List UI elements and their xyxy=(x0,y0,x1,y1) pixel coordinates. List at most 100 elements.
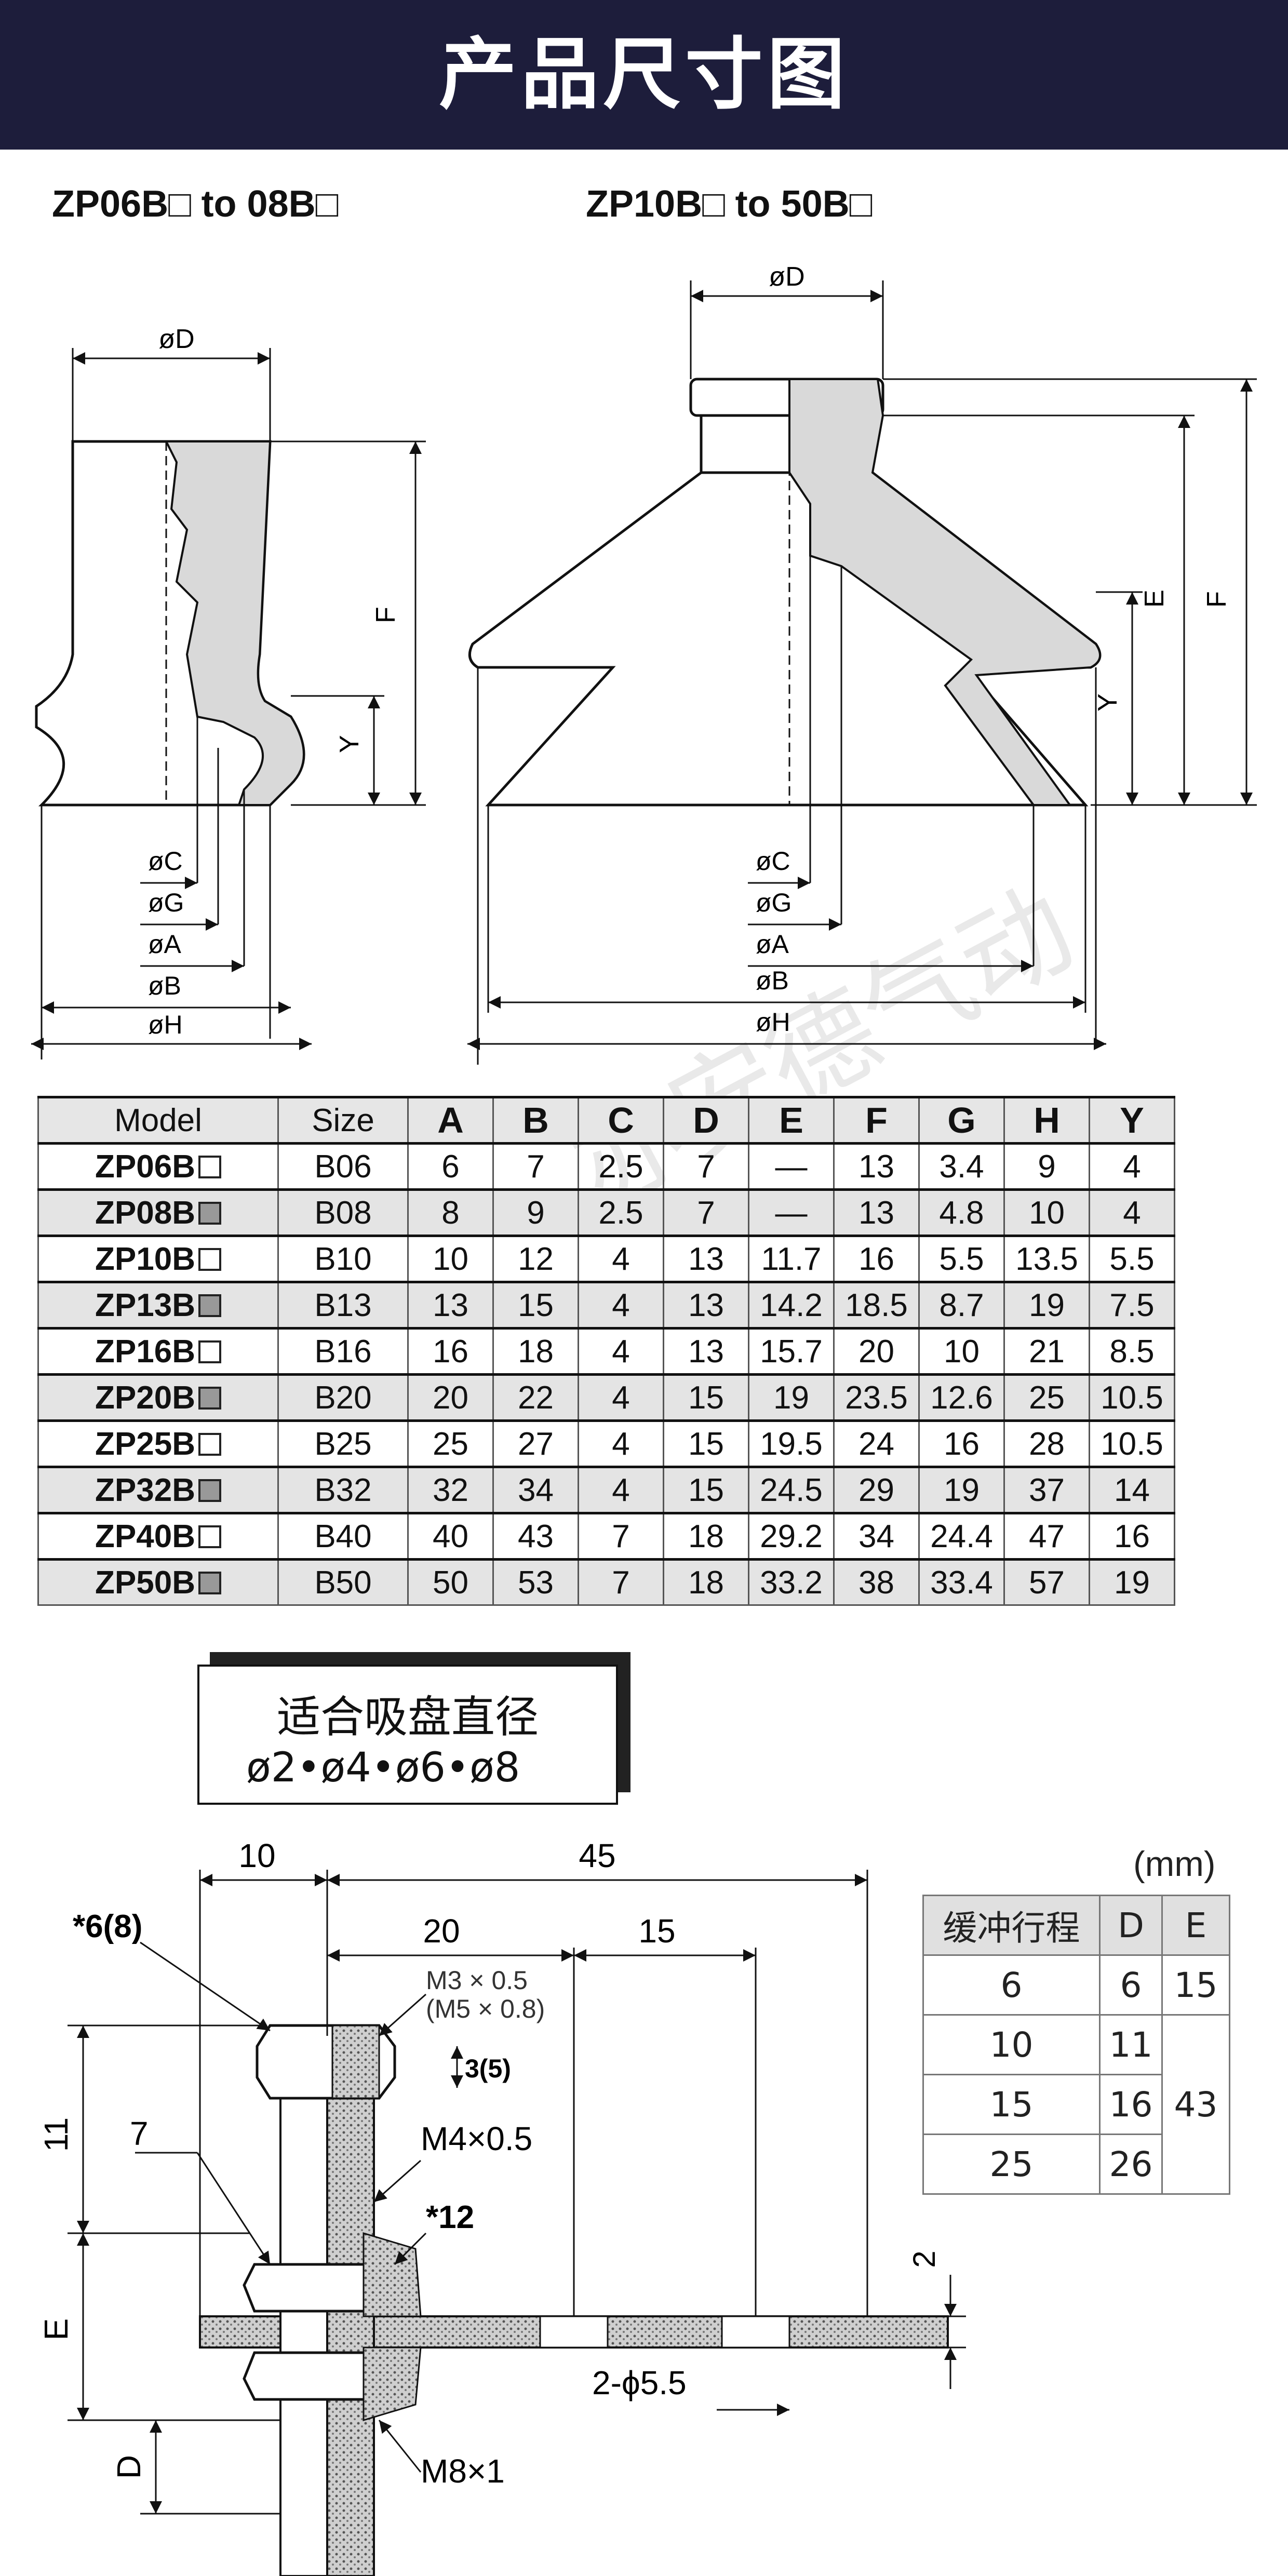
col-header-size: Size xyxy=(277,1096,409,1144)
spec-cell: 11.7 xyxy=(748,1235,835,1283)
cushion-cell: 15 xyxy=(922,2074,1101,2135)
dim-45: 45 xyxy=(579,1837,615,1874)
spec-cell: 20 xyxy=(833,1327,920,1375)
spec-cell: 16 xyxy=(1089,1512,1175,1560)
spec-cell: 16 xyxy=(918,1420,1005,1468)
spec-cell: 10 xyxy=(1003,1189,1090,1237)
col-header-d: D xyxy=(663,1096,749,1144)
model-code: ZP50B xyxy=(95,1564,195,1601)
spec-cell: 13 xyxy=(833,1189,920,1237)
spec-cell: 13 xyxy=(663,1327,749,1375)
spec-cell: 34 xyxy=(492,1466,579,1514)
spec-cell: 28 xyxy=(1003,1420,1090,1468)
col-header-model: Model xyxy=(37,1096,279,1144)
spec-cell: B40 xyxy=(277,1512,409,1560)
spec-cell: 22 xyxy=(492,1374,579,1421)
label-left-A: øA xyxy=(148,930,182,959)
spec-cell: 15 xyxy=(663,1374,749,1421)
spec-cell: 7 xyxy=(492,1143,579,1190)
checkbox-square-icon xyxy=(198,1432,221,1456)
spec-cell: 10 xyxy=(918,1327,1005,1375)
spec-cell: 4 xyxy=(1089,1143,1175,1190)
col-header-c: C xyxy=(578,1096,664,1144)
label-right-E: E xyxy=(1139,589,1170,608)
spec-cell: 13 xyxy=(407,1281,494,1329)
model-cell: ZP40B xyxy=(37,1512,279,1560)
spec-cell: 47 xyxy=(1003,1512,1090,1560)
spec-cell: 19 xyxy=(748,1374,835,1421)
model-cell: ZP13B xyxy=(37,1281,279,1329)
spec-cell: B50 xyxy=(277,1559,409,1606)
cushion-cell: 15 xyxy=(1161,1954,1230,2016)
col-header-y: Y xyxy=(1089,1096,1175,1144)
cushion-cell: 26 xyxy=(1099,2134,1163,2195)
spec-cell: 25 xyxy=(1003,1374,1090,1421)
label-right-G: øG xyxy=(756,888,791,917)
spec-cell: 5.5 xyxy=(1089,1235,1175,1283)
spec-cell: 15 xyxy=(663,1420,749,1468)
spec-cell: 24.5 xyxy=(748,1466,835,1514)
checkbox-square-icon xyxy=(198,1201,221,1225)
spec-cell: 34 xyxy=(833,1512,920,1560)
callout-thread-m5: (M5 × 0.8) xyxy=(426,1994,545,2023)
spec-cell: 13 xyxy=(833,1143,920,1190)
model-cell: ZP10B xyxy=(37,1235,279,1283)
spec-cell: B20 xyxy=(277,1374,409,1421)
spec-cell: 7 xyxy=(578,1559,664,1606)
spec-cell: 23.5 xyxy=(833,1374,920,1421)
spec-cell: 7 xyxy=(663,1189,749,1237)
spec-cell: 33.4 xyxy=(918,1559,1005,1606)
cushion-cell: 11 xyxy=(1099,2014,1163,2075)
spec-cell: 18.5 xyxy=(833,1281,920,1329)
spec-cell: 12.6 xyxy=(918,1374,1005,1421)
suitable-diameter-values: ø2•ø4•ø6•ø8 xyxy=(246,1745,520,1791)
spec-cell: 19.5 xyxy=(748,1420,835,1468)
spec-cell: 4 xyxy=(578,1235,664,1283)
spec-cell: 50 xyxy=(407,1559,494,1606)
table-row: 10 11 43 xyxy=(922,2014,1230,2195)
spec-cell: 29.2 xyxy=(748,1512,835,1560)
col-header-f: F xyxy=(833,1096,920,1144)
checkbox-square-icon xyxy=(198,1294,221,1317)
spec-cell: 13 xyxy=(663,1235,749,1283)
spec-cell: 18 xyxy=(663,1559,749,1606)
spec-cell: 57 xyxy=(1003,1559,1090,1606)
spec-cell: 16 xyxy=(833,1235,920,1283)
callout-nut: *6(8) xyxy=(73,1909,142,1944)
callout-width: *12 xyxy=(426,2199,474,2235)
spec-cell: — xyxy=(748,1189,835,1237)
model-code: ZP10B xyxy=(95,1241,195,1277)
spec-cell: 4 xyxy=(578,1420,664,1468)
spec-cell: 19 xyxy=(918,1466,1005,1514)
spec-cell: 13 xyxy=(663,1281,749,1329)
spec-cell: 19 xyxy=(1003,1281,1090,1329)
spec-cell: 27 xyxy=(492,1420,579,1468)
label-left-F: F xyxy=(371,607,401,623)
checkbox-square-icon xyxy=(198,1571,221,1594)
suitable-diameter-box: 适合吸盘直径 ø2•ø4•ø6•ø8 xyxy=(197,1665,618,1805)
model-cell: ZP32B xyxy=(37,1466,279,1514)
checkbox-square-icon xyxy=(198,1155,221,1178)
cushion-cell: 6 xyxy=(922,1954,1101,2016)
spec-cell: 18 xyxy=(663,1512,749,1560)
spec-cell: 9 xyxy=(1003,1143,1090,1190)
model-code: ZP08B xyxy=(95,1195,195,1231)
cushion-header-e: E xyxy=(1161,1895,1230,1956)
label-left-H: øH xyxy=(148,1010,183,1039)
dim-7: 7 xyxy=(130,2115,149,2152)
callout-thread-m8: M8×1 xyxy=(421,2452,505,2490)
cushion-header-row: 缓冲行程 D E xyxy=(922,1895,1230,1956)
spec-cell: 18 xyxy=(492,1327,579,1375)
model-code: ZP16B xyxy=(95,1333,195,1370)
model-cell: ZP20B xyxy=(37,1374,279,1421)
spec-cell: 15 xyxy=(492,1281,579,1329)
header-banner: 产品尺寸图 xyxy=(0,0,1288,150)
cushion-cell: 25 xyxy=(922,2134,1101,2195)
spec-cell: 8.5 xyxy=(1089,1327,1175,1375)
spec-cell: 4 xyxy=(578,1374,664,1421)
spec-cell: 14.2 xyxy=(748,1281,835,1329)
